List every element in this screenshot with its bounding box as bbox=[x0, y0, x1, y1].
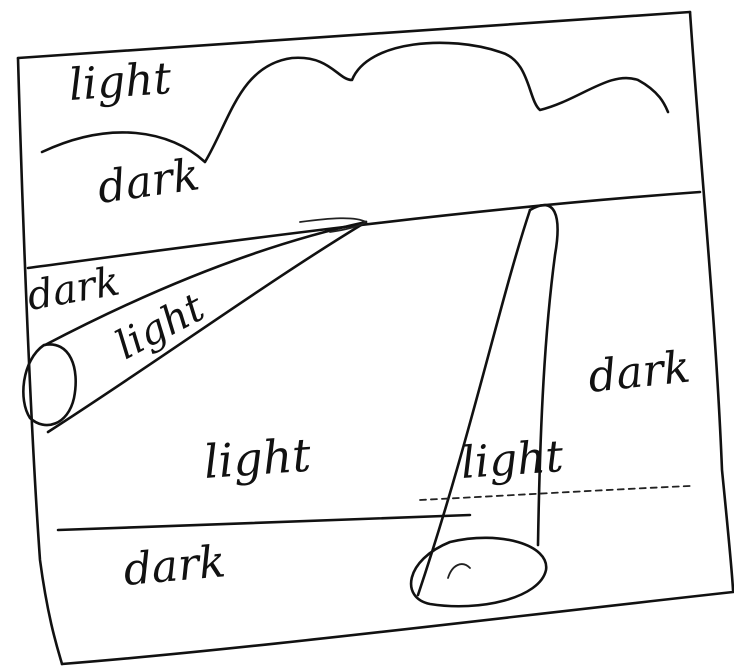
label-right-dark: dark bbox=[586, 342, 693, 403]
bottom-dark-boundary bbox=[58, 515, 470, 530]
frame-left-edge bbox=[18, 58, 62, 664]
label-cloud-dark: dark bbox=[94, 149, 202, 214]
right-light-ellipse bbox=[411, 538, 546, 606]
right-ellipse-mark bbox=[448, 564, 470, 578]
frame-bottom-edge bbox=[62, 592, 733, 664]
label-sky-light: light bbox=[67, 53, 173, 111]
label-beam-right-light: light bbox=[459, 431, 565, 489]
frame-top-edge bbox=[18, 12, 690, 58]
frame-right-edge bbox=[690, 12, 733, 590]
label-ground-center-light: light bbox=[202, 428, 313, 489]
ground-light-dashed-line bbox=[420, 486, 690, 500]
label-bottom-dark: dark bbox=[122, 536, 228, 596]
